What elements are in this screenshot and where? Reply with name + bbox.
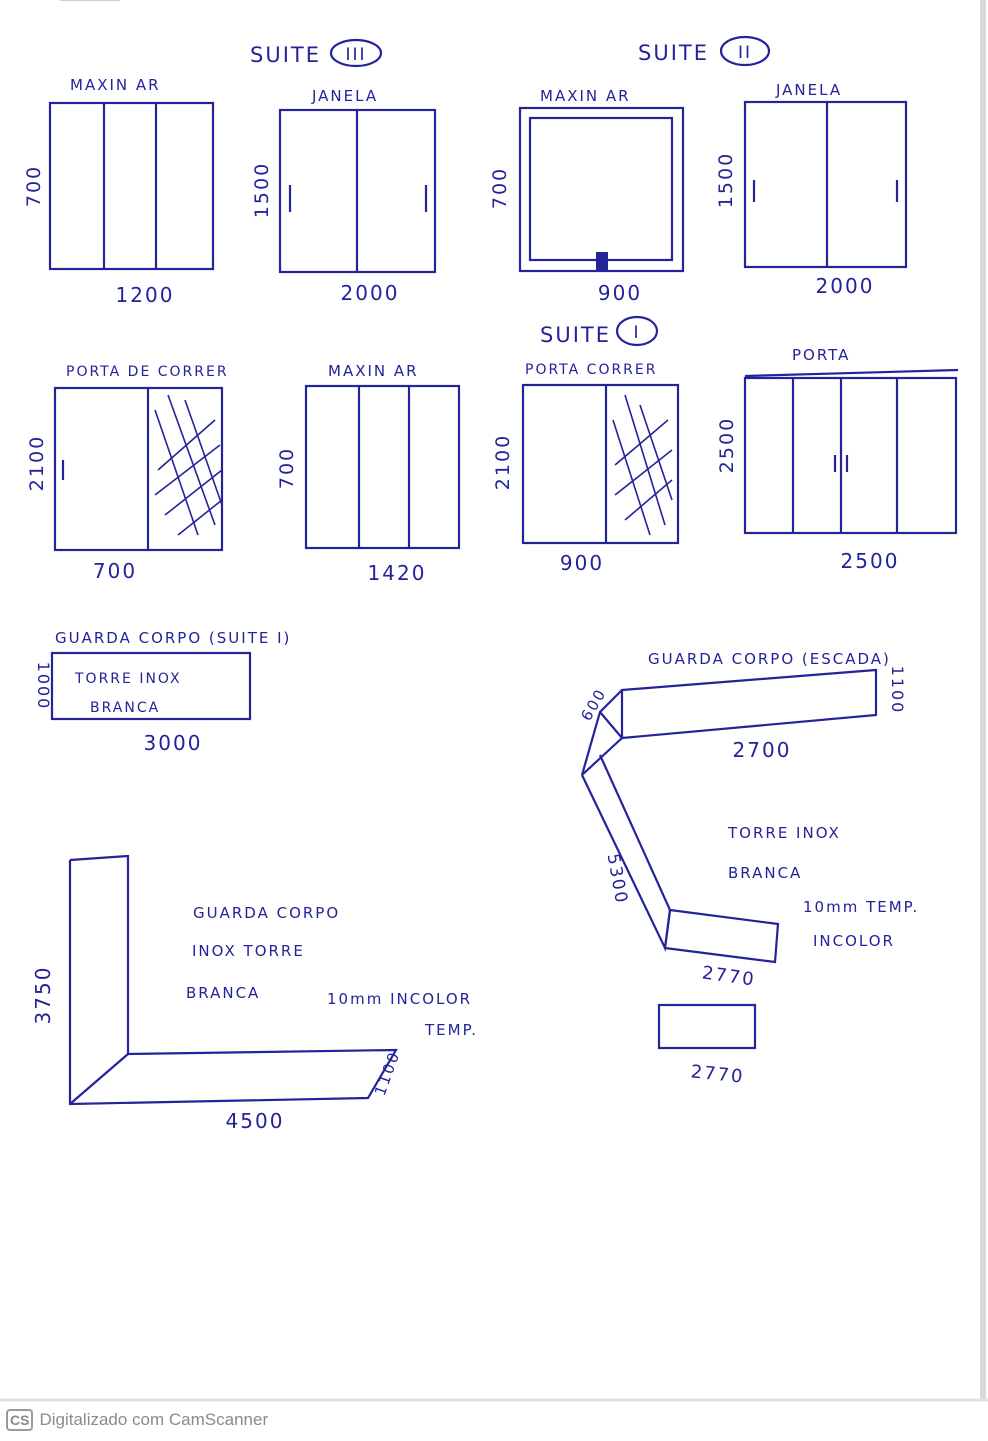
window-maxin-ar-1420: MAXIN AR 700 1420 — [276, 362, 461, 585]
suite-iii-heading: SUITE III — [250, 38, 383, 68]
w1-width: 1200 — [116, 283, 175, 307]
door-porta-suite-i: PORTA 2500 2500 — [716, 346, 959, 573]
w5-glass-hatch — [154, 394, 223, 536]
w1-label: MAXIN AR — [70, 76, 161, 94]
camscanner-logo: CS — [6, 1409, 34, 1431]
guard-suite-line2: BRANCA — [90, 700, 160, 716]
window-maxin-ar-suite-iii: MAXIN AR 700 1200 — [23, 76, 215, 307]
camscanner-footer: CS Digitalizado com CamScanner — [6, 1407, 268, 1433]
guard-l-line2: INOX TORRE — [192, 942, 305, 960]
guard-stairs-1100: 1100 — [888, 666, 907, 715]
w3-height: 700 — [489, 167, 511, 209]
guard-suite-height: 1000 — [34, 662, 53, 711]
door-porta-correr-suite-i: PORTA CORRER 2100 900 — [492, 362, 680, 575]
guard-stairs-spec2: BRANCA — [728, 864, 802, 882]
guard-suite-title: GUARDA CORPO (SUITE I) — [55, 629, 291, 647]
w7-height: 2100 — [492, 434, 514, 490]
suite-ii-heading: SUITE II — [638, 35, 771, 67]
window-janela-suite-iii: JANELA 1500 2000 — [251, 87, 437, 305]
guard-l-line5: TEMP. — [424, 1021, 478, 1039]
camscanner-text: Digitalizado com CamScanner — [39, 1410, 269, 1429]
w5-height: 2100 — [26, 435, 48, 491]
door-porta-de-correr-suite-iii: PORTA DE CORRER 2100 700 — [26, 364, 229, 583]
guard-stairs-2770a: 2770 — [701, 962, 757, 990]
w8-label: PORTA — [792, 346, 850, 364]
w4-height: 1500 — [715, 152, 737, 208]
w2-label: JANELA — [311, 87, 378, 105]
w8-height: 2500 — [716, 417, 738, 473]
w7-label: PORTA CORRER — [525, 362, 658, 378]
guard-rail-suite-i: GUARDA CORPO (SUITE I) TORRE INOX BRANCA… — [34, 629, 291, 755]
suite-iii-roman: III — [345, 45, 366, 65]
suite-i-roman: I — [633, 323, 640, 343]
suite-i-title: SUITE — [540, 323, 611, 347]
guard-l-line3: BRANCA — [186, 984, 260, 1002]
w3-width: 900 — [598, 281, 642, 305]
suite-ii-roman: II — [738, 43, 752, 63]
suite-ii-title: SUITE — [638, 41, 709, 65]
w7-width: 900 — [560, 551, 604, 575]
guard-stairs-2700: 2700 — [733, 738, 792, 762]
guard-stairs-title: GUARDA CORPO (ESCADA) — [648, 650, 891, 668]
w2-width: 2000 — [341, 281, 400, 305]
guard-stairs-spec4: INCOLOR — [813, 932, 895, 950]
w6-height: 700 — [276, 447, 298, 489]
w4-width: 2000 — [816, 274, 875, 298]
w6-label: MAXIN AR — [328, 362, 419, 380]
guard-rail-l-shape: GUARDA CORPO INOX TORRE BRANCA 10mm INCO… — [31, 854, 478, 1133]
w4-label: JANELA — [775, 81, 842, 99]
w2-height: 1500 — [251, 162, 273, 218]
suite-i-heading: SUITE I — [540, 315, 659, 347]
guard-suite-width: 3000 — [144, 731, 203, 755]
guard-stairs-spec3: 10mm TEMP. — [803, 898, 919, 916]
guard-stairs-5300: 5300 — [603, 852, 632, 906]
guard-l-depth: 1100 — [371, 1049, 404, 1099]
window-janela-suite-ii: JANELA 1500 2000 — [715, 81, 908, 298]
w8-width: 2500 — [841, 549, 900, 573]
w6-width: 1420 — [368, 561, 427, 585]
w1-height: 700 — [23, 165, 45, 207]
guard-l-line1: GUARDA CORPO — [193, 904, 340, 922]
w5-width: 700 — [93, 559, 137, 583]
suite-iii-title: SUITE — [250, 43, 321, 67]
guard-l-line4: 10mm INCOLOR — [327, 990, 472, 1008]
guard-suite-line1: TORRE INOX — [74, 671, 182, 687]
guard-l-width: 4500 — [226, 1109, 285, 1133]
window-maxin-ar-suite-ii: MAXIN AR 700 900 — [489, 87, 685, 305]
guard-l-height: 3750 — [31, 966, 55, 1025]
guard-stairs-spec1: TORRE INOX — [727, 824, 841, 842]
guard-rail-stairs: GUARDA CORPO (ESCADA) 600 1100 2700 5300… — [577, 650, 919, 1088]
w5-label: PORTA DE CORRER — [66, 364, 229, 380]
w7-glass-hatch — [612, 394, 673, 536]
w3-label: MAXIN AR — [540, 87, 631, 105]
guard-stairs-2770b: 2770 — [690, 1061, 746, 1088]
